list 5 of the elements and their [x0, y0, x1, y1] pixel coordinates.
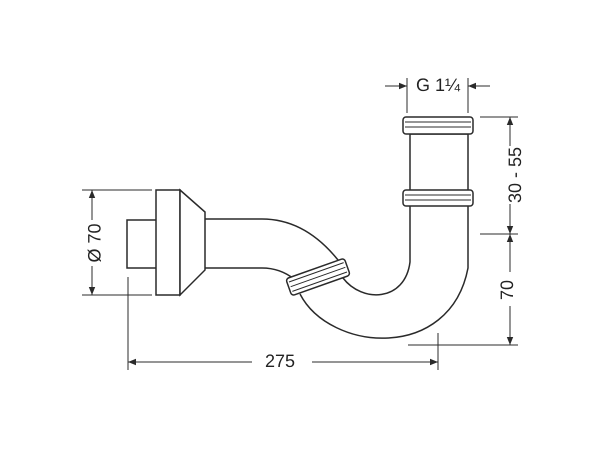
dimension-label: G 1¼ — [416, 74, 460, 97]
dimension-label: 275 — [265, 350, 296, 373]
dimension-label: 70 — [496, 280, 518, 300]
dimension-label: Ø 70 — [84, 223, 106, 263]
dimension-label: 30 - 55 — [504, 146, 526, 204]
